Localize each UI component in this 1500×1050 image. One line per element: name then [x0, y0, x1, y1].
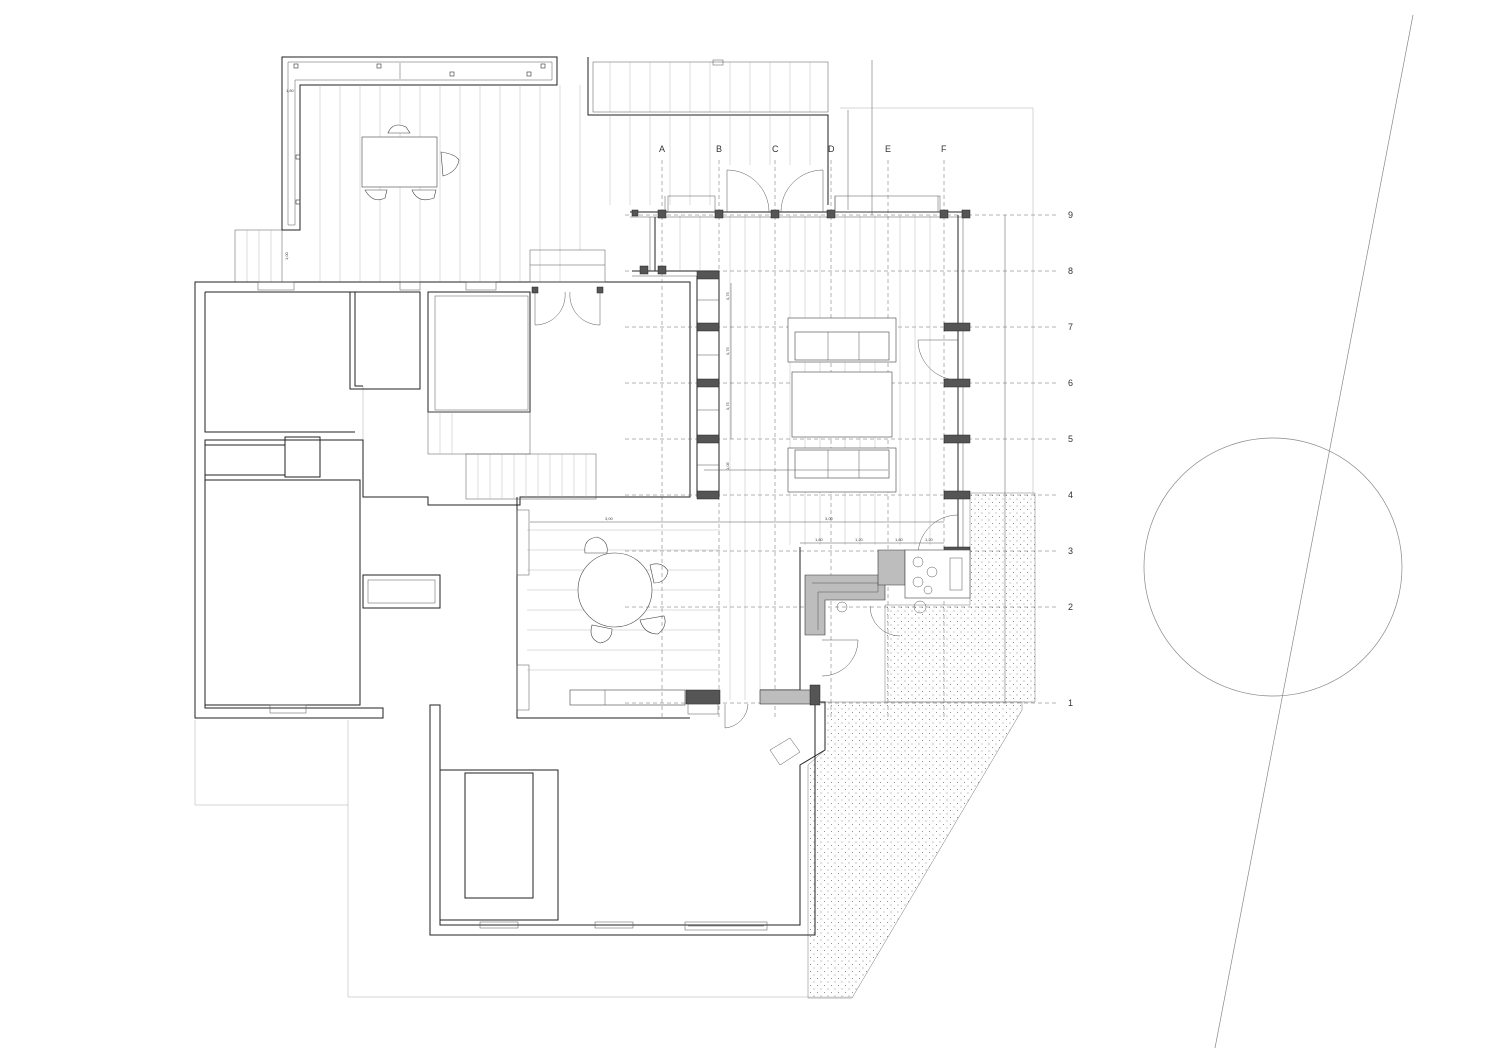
row-label-7: 7	[1068, 322, 1073, 332]
dimension-label-v-3: 1,05	[725, 461, 730, 470]
column-label-b: B	[716, 144, 722, 154]
row-label-2: 2	[1068, 602, 1073, 612]
lower-deck	[516, 497, 720, 719]
row-label-1: 1	[1068, 698, 1073, 708]
top-windows	[257, 281, 497, 714]
left-steps	[234, 229, 283, 283]
dimension-labels: 1,80 1,20 1,80 1,20 0,75 0,75 0,75 1,05 3,00 3,00	[605, 291, 934, 542]
column-label-f: F	[941, 144, 947, 154]
svg-text:1,80: 1,80	[286, 88, 295, 93]
dimension-label-v-0: 0,75	[725, 291, 730, 300]
column-label-d: D	[828, 144, 835, 154]
dimension-label-h-3: 1,20	[925, 537, 934, 542]
row-label-4: 4	[1068, 490, 1073, 500]
row-label-9: 9	[1068, 210, 1073, 220]
dimension-label-deck-0: 3,00	[605, 516, 614, 521]
site-outline	[194, 107, 1034, 998]
dimension-label-v-1: 0,75	[725, 346, 730, 355]
dimension-label-h-1: 1,20	[855, 537, 864, 542]
upper-terrace: 1,80 1,00	[234, 56, 829, 283]
main-house	[194, 249, 691, 719]
lower-windows	[479, 921, 768, 931]
terrace-dining-table	[361, 124, 460, 201]
column-label-a: A	[659, 144, 665, 154]
reference-circle	[1143, 437, 1403, 697]
entrance-doors	[529, 249, 606, 326]
gravel-area	[807, 701, 1023, 999]
stairs	[427, 411, 597, 500]
dimension-label-deck-1: 3,00	[825, 516, 834, 521]
column-label-c: C	[772, 144, 779, 154]
round-table	[577, 536, 669, 644]
row-label-3: 3	[1068, 546, 1073, 556]
row-label-8: 8	[1068, 266, 1073, 276]
dimension-label-v-2: 0,75	[725, 401, 730, 410]
svg-text:1,00: 1,00	[284, 251, 289, 260]
sofas	[787, 317, 897, 493]
row-label-6: 6	[1068, 378, 1073, 388]
lower-block	[429, 701, 826, 936]
site-boundary-line	[1214, 14, 1414, 1049]
gravel-area-side	[884, 492, 1036, 703]
column-label-e: E	[885, 144, 891, 154]
dimension-lines	[530, 60, 1006, 703]
row-label-5: 5	[1068, 434, 1073, 444]
terrace-lights	[293, 63, 546, 205]
glazing-top	[630, 169, 971, 219]
terrace-steps	[592, 59, 829, 113]
column-labels: A B C D E F	[659, 144, 947, 154]
dimension-label-h-2: 1,80	[895, 537, 904, 542]
kitchen-counter	[685, 547, 971, 729]
glazing-left	[632, 217, 720, 500]
row-labels: 9 8 7 6 5 4 3 2 1	[1068, 210, 1073, 708]
dimension-label-h-0: 1,80	[815, 537, 824, 542]
